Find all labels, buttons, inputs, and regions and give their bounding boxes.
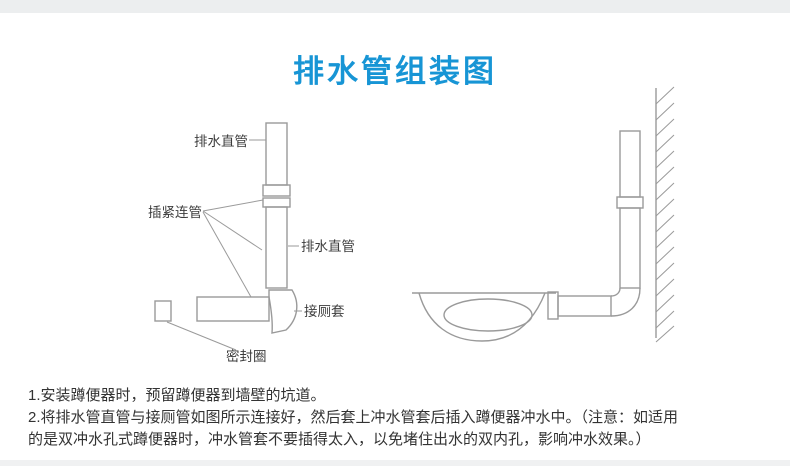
wall-pipe-lower: [619, 207, 641, 289]
wall-pipe-upper: [619, 130, 641, 198]
tight-connector-piece: [262, 197, 291, 208]
outlet-tube: [557, 295, 612, 317]
wall-pipe-coupling: [616, 196, 644, 209]
outlet-flange: [547, 291, 559, 320]
note-2: 2.将排水管直管与接厕管如图所示连接好，然后套上冲水管套后插入蹲便器冲水中。（注…: [28, 408, 679, 448]
drain-pipe-top-coupling: [262, 184, 291, 197]
note-1: 1.安装蹲便器时，预留蹲便器到墙壁的坑道。: [28, 387, 326, 404]
leader-connector-1: [202, 199, 264, 212]
page-title: 排水管组装图: [293, 54, 497, 89]
bottom-edge-strip: [0, 460, 790, 466]
leader-seal-ring: [166, 321, 237, 351]
wall-pipe-elbow-outer: [610, 287, 641, 317]
label-seal-ring: 密封圈: [226, 348, 267, 364]
exploded-view: 排水直管 插紧连管 排水直管 接厕套 密封圈: [148, 122, 355, 364]
drain-pipe-top: [265, 122, 288, 186]
leader-connector-2: [202, 210, 263, 251]
top-edge-strip: [0, 0, 790, 13]
seal-ring-part: [154, 300, 172, 322]
wall-pipe-elbow-inner: [610, 287, 621, 297]
label-toilet-sleeve: 接厕套: [304, 303, 345, 319]
wall-hatching: [655, 86, 675, 343]
label-drain-pipe-mid: 排水直管: [301, 239, 355, 254]
label-drain-pipe-top: 排水直管: [194, 134, 248, 149]
label-tight-connector: 插紧连管: [148, 205, 202, 220]
toilet-bowl: [418, 292, 546, 342]
installed-view: [412, 86, 675, 343]
toilet-sleeve-elbow: [268, 289, 298, 334]
toilet-drain-ellipse: [443, 298, 533, 332]
drain-pipe-mid: [265, 206, 288, 289]
instruction-notes: 1.安装蹲便器时，预留蹲便器到墙壁的坑道。 2.将排水管直管与接厕管如图所示连接…: [28, 385, 680, 450]
toilet-sleeve-tube: [196, 296, 270, 322]
leader-connector-3: [202, 211, 252, 298]
